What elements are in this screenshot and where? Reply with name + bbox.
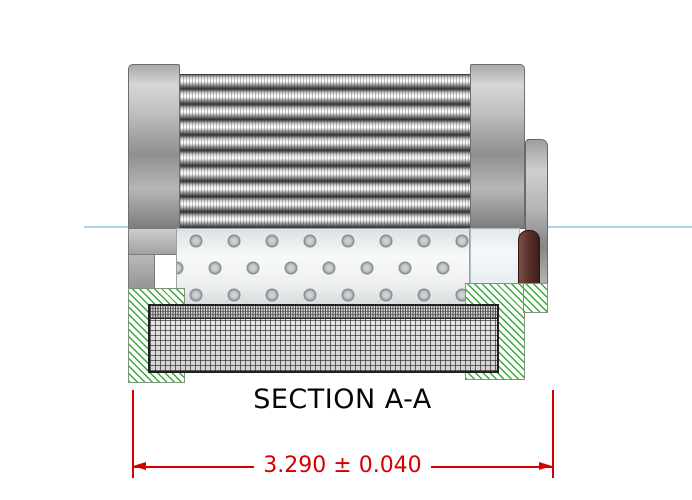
dimension-value: 3.290 ± 0.040 — [254, 453, 431, 478]
left-end-cap — [128, 64, 180, 229]
right-end-cap — [470, 64, 525, 229]
dimension-text: 3.290 ± 0.040 — [133, 453, 552, 480]
wire-mesh-wrap — [148, 304, 499, 373]
left-end-cap-section-step — [128, 254, 155, 290]
perforated-core-tube — [176, 228, 470, 310]
dimension-extension-line-left — [132, 390, 134, 478]
fitting-hatched-section — [523, 283, 548, 313]
mesh-grid — [150, 319, 497, 371]
dimension-extension-line-right — [552, 390, 554, 478]
section-label: SECTION A-A — [253, 384, 432, 415]
dimension-arrow-right-icon — [539, 462, 552, 470]
left-end-cap-section-upper — [128, 228, 178, 255]
fine-mesh-band — [150, 306, 497, 319]
dimension-arrow-left-icon — [133, 462, 146, 470]
pleated-filter-media — [180, 74, 470, 228]
right-end-cap-bore — [470, 228, 520, 290]
